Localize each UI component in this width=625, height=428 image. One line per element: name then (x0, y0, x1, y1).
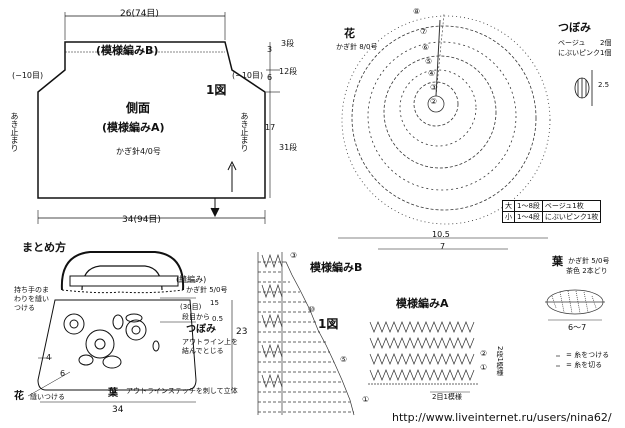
row-marker-3: ③ (430, 83, 438, 92)
left-edge-note: あき止まり (10, 112, 19, 152)
pattern-a-chart (368, 321, 478, 393)
bud-color1: ベージュ (558, 39, 586, 47)
bud-color2: にぶいピンク (558, 49, 600, 57)
pattern-b-marker-3: ③ (290, 251, 298, 260)
hook-note: かぎ針4/0号 (116, 147, 161, 156)
assembly-width: 34 (112, 405, 124, 415)
figure-ref: 1図 (206, 83, 227, 97)
flower-width-small: 7 (440, 242, 446, 251)
dim-05: 0.5 (212, 315, 224, 323)
bud-title: つぼみ (558, 21, 591, 34)
top-width-label: 26(74目) (120, 9, 159, 19)
height-seg-1: 3 (267, 45, 273, 54)
rows-cell: 1〜4段 (514, 211, 543, 223)
assembly-height: 23 (236, 327, 248, 337)
pattern-a-marker-2: ② (480, 349, 488, 358)
row-marker-6: ⑥ (422, 43, 430, 52)
side-panel-title: 側面 (126, 101, 151, 115)
bud-shape (574, 70, 593, 106)
row-marker-7: ⑦ (420, 27, 428, 36)
bud-count1: 2個 (600, 39, 612, 47)
pattern-a-title: 模様編みA (396, 297, 449, 310)
right-edge-note: あき止まり (240, 112, 249, 152)
pattern-b-fig: 1図 (318, 317, 339, 331)
leaf-hook: かぎ針 5/0号 (568, 257, 610, 265)
left-decrease-label: (−10目) (12, 71, 44, 80)
flower-note: 縫いつける (30, 393, 65, 401)
assembly-note1: 持ち手のまわりを縫いつける (14, 286, 49, 312)
row-seg-2: 12段 (279, 67, 298, 76)
pattern-b-chart (257, 252, 355, 416)
pattern-a-label: (模様編みA) (102, 121, 165, 134)
pattern-b-label: (模様編みB) (96, 44, 159, 57)
wrap-label: (縫編み) (176, 275, 207, 284)
pattern-b-marker-1: ① (362, 395, 370, 404)
bud-label: つぼみ (186, 324, 216, 335)
rows-cell: 1〜8段 (514, 200, 543, 212)
num-4: 4 (46, 353, 52, 362)
row-seg-1: 3段 (281, 39, 295, 48)
assembly-rows: (30目) (180, 303, 202, 311)
color-cell: ベージュ1枚 (541, 200, 602, 212)
pattern-b-marker-5: ⑤ (340, 355, 348, 364)
bud-count2: 1個 (600, 49, 612, 57)
flower-title: 花 (344, 27, 355, 40)
color-cell: にぶいピンク1枚 (541, 211, 602, 223)
pattern-a-unit: 2目1模様 (432, 393, 462, 401)
right-decrease-label: (−10目) (232, 71, 264, 80)
flower-chart (341, 13, 551, 225)
bud-size: 2.5 (598, 81, 610, 89)
pattern-a-repeat: 2段1模様 (496, 346, 504, 376)
bud-note: アウトライン上を (182, 338, 238, 346)
assembly-title: まとめ方 (22, 241, 66, 254)
pattern-a-marker-1: ① (480, 363, 488, 372)
bud-note2: 結んでとじる (182, 347, 224, 355)
leaf-chart (545, 289, 605, 367)
side-panel-outline (37, 41, 266, 199)
size-cell: 大 (502, 200, 515, 212)
bag-illustration (27, 251, 233, 403)
num-6: 6 (60, 369, 66, 378)
height-seg-3: 17 (265, 123, 276, 132)
leaf-title: 葉 (552, 255, 563, 268)
size-cell: 小 (502, 211, 515, 223)
flower-hook: かぎ針 8/0号 (336, 43, 378, 51)
leaf-width: 6〜7 (568, 323, 587, 332)
row-marker-8: ⑧ (413, 7, 421, 16)
leaf-note: アウトラインステッチを刺して立体 (126, 387, 238, 395)
assembly-note2: 段目から (182, 313, 210, 321)
legend-item-2: = 糸を切る (566, 361, 603, 369)
height-seg-2: 6 (267, 73, 273, 82)
row-marker-4: ④ (428, 69, 436, 78)
num-15: 15 (210, 299, 219, 307)
bottom-width-label: 34(94目) (122, 215, 161, 225)
flower-width-big: 10.5 (432, 230, 450, 239)
legend-item-1: = 糸をつける (566, 351, 610, 359)
watermark-link[interactable]: http://www.liveinternet.ru/users/nina62/ (392, 411, 612, 424)
assembly-hook: かぎ針 5/0号 (186, 286, 228, 294)
row-seg-3: 31段 (279, 143, 298, 152)
flower-label: 花 (14, 391, 24, 402)
flower-size-table: 大 1〜8段 ベージュ1枚 小 1〜4段 にぶいピンク1枚 (502, 200, 602, 223)
row-marker-2: ② (430, 97, 438, 106)
pattern-b-title: 模様編みB (310, 261, 363, 274)
table-row: 大 1〜8段 ベージュ1枚 (502, 200, 602, 212)
pattern-b-marker-10: ⑩ (308, 305, 316, 314)
leaf-label: 葉 (108, 388, 118, 399)
table-row: 小 1〜4段 にぶいピンク1枚 (502, 211, 602, 223)
leaf-color: 茶色 2本どり (566, 267, 608, 275)
row-marker-5: ⑤ (425, 57, 433, 66)
